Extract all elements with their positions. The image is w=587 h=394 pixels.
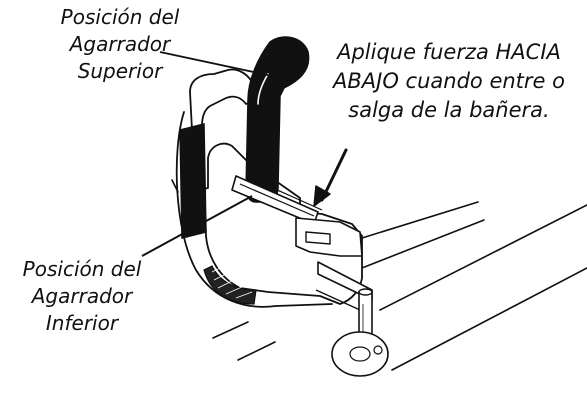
lower-grip-label: Posición del Agarrador Inferior [0, 256, 164, 337]
tub-edge-line [361, 219, 485, 269]
upper-grip-label-line: Agarrador [69, 32, 171, 56]
tub-lower-line [212, 321, 249, 339]
lower-grip-label-line: Agarrador [31, 284, 133, 308]
upper-grip-label: Posición del Agarrador Superior [40, 4, 200, 85]
tub-lower-line [237, 341, 276, 361]
downward-force-arrow [313, 148, 348, 207]
tub-edge-line [361, 201, 479, 239]
upper-grip-leader [159, 51, 273, 77]
grip-shell [175, 111, 333, 308]
upper-grip-label-line: Superior [77, 59, 163, 83]
tub-wall-line [391, 267, 587, 371]
force-instruction-line: Aplique fuerza HACIA [337, 40, 561, 64]
upper-grip-highlight [257, 73, 269, 105]
rubber-pad [203, 265, 257, 305]
rubber-pad-hatch [211, 267, 253, 299]
base-slot [305, 231, 331, 245]
left-grip-bar [179, 123, 207, 239]
lower-grip-label-line: Inferior [45, 311, 119, 335]
upper-grip-handle [245, 36, 310, 203]
clamp-screw-top [358, 288, 373, 296]
clamp-arm-bottom [315, 289, 361, 311]
upper-grip-label-line: Posición del [60, 5, 180, 29]
force-instruction-line: ABAJO cuando entre o [333, 69, 565, 93]
lower-grip-label-line: Posición del [22, 257, 142, 281]
lower-grip-leader [141, 195, 253, 257]
tub-wall-line [379, 204, 587, 311]
force-instruction-label: Aplique fuerza HACIA ABAJO cuando entre … [318, 38, 580, 125]
force-instruction-line: salga de la bañera. [348, 98, 550, 122]
